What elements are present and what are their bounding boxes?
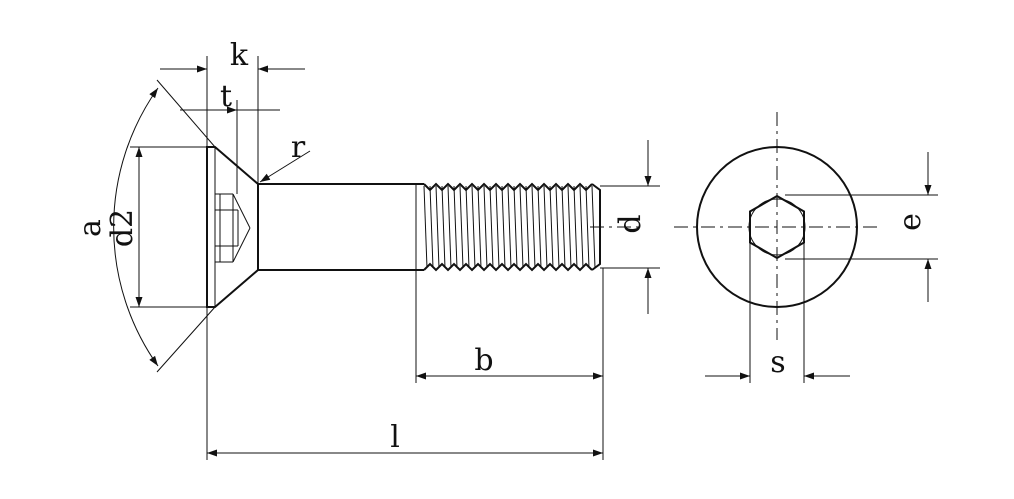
label-r: r	[291, 130, 306, 165]
thread-line	[525, 185, 530, 269]
label-b: b	[474, 343, 493, 378]
thread-line	[555, 185, 560, 269]
thread-line	[579, 185, 584, 269]
thread-line	[543, 185, 548, 269]
thread-line	[549, 185, 554, 269]
thread-line	[507, 185, 512, 269]
label-t: t	[220, 79, 232, 114]
thread-line	[567, 185, 572, 269]
end-view	[674, 112, 882, 340]
label-l: l	[390, 420, 400, 455]
thread-line	[495, 185, 500, 269]
thread-line	[435, 185, 440, 269]
thread-line	[441, 185, 446, 269]
thread-line	[477, 185, 482, 269]
thread-line	[561, 185, 566, 269]
thread-line	[471, 185, 476, 269]
thread-line	[513, 185, 518, 269]
thread-line	[447, 185, 452, 269]
side-view	[206, 146, 640, 308]
label-a: a	[73, 219, 108, 237]
label-d: d	[613, 214, 648, 233]
thread-line	[537, 185, 542, 269]
thread-line	[453, 185, 458, 269]
thread-line	[423, 185, 428, 269]
thread-line	[429, 185, 434, 269]
thread-section	[423, 182, 596, 272]
shank-outline	[258, 183, 416, 271]
thread-line	[483, 185, 488, 269]
thread-line	[585, 185, 590, 269]
label-d2: d2	[105, 209, 140, 247]
thread-line	[531, 185, 536, 269]
thread-line	[459, 185, 464, 269]
thread-line	[465, 185, 470, 269]
socket-hidden-lines	[215, 193, 251, 263]
thread-line	[573, 185, 578, 269]
thread-line	[519, 185, 524, 269]
label-e: e	[893, 213, 928, 231]
label-k: k	[230, 38, 249, 73]
thread-line	[489, 185, 494, 269]
thread-line	[501, 185, 506, 269]
label-s: s	[770, 345, 785, 380]
